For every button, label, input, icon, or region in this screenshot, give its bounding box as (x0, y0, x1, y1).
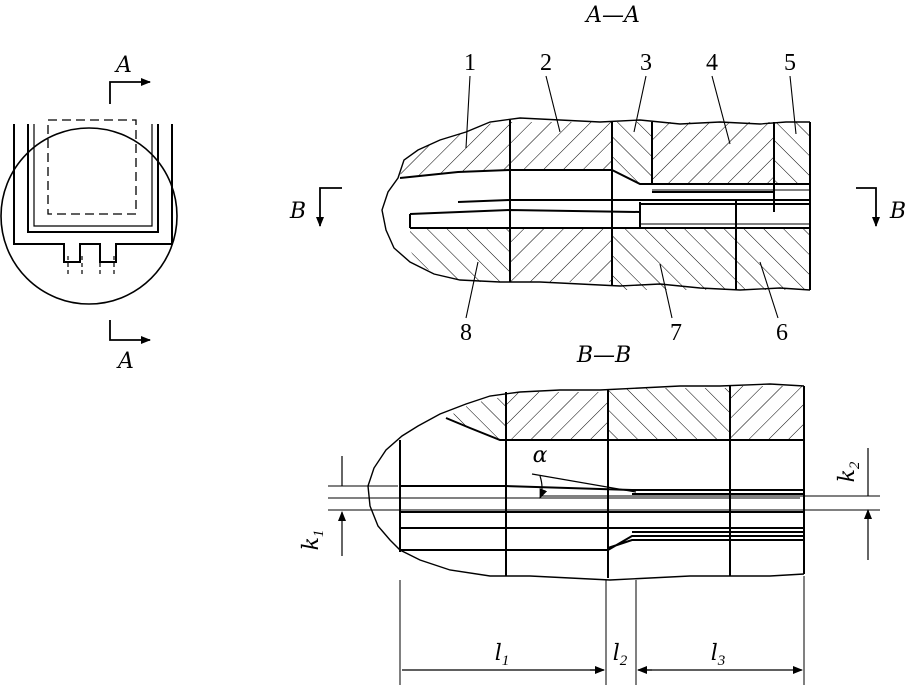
l1-label: l1 (495, 641, 510, 669)
channel-inner (27, 124, 159, 233)
part-label-1: 1 (464, 50, 476, 76)
part-label-3: 3 (640, 50, 652, 76)
alpha-line (531, 473, 637, 493)
part-label-7: 7 (670, 320, 682, 346)
part-8b-body (510, 228, 612, 282)
channel-lines-aa (399, 169, 810, 229)
dividers-bb (399, 386, 731, 578)
k1-label: k1 (299, 530, 327, 551)
part-label-8: 8 (460, 320, 472, 346)
part-3-body (612, 122, 652, 184)
part-5-body (774, 122, 810, 184)
section-b-right-mark (856, 187, 880, 227)
label-a-top: A (114, 53, 132, 78)
bb-hatch-2 (506, 392, 608, 440)
alpha-label: α (533, 443, 548, 468)
part-6-body (736, 228, 810, 290)
channel-thin-aa (640, 189, 810, 225)
label-b-right: B (889, 199, 906, 224)
section-aa-title: A—A (584, 3, 640, 28)
break-outline-aa (381, 117, 811, 291)
channel-core (33, 124, 153, 227)
l-extension-lines (399, 576, 805, 685)
k2-label: k2 (835, 461, 863, 482)
center-thin-bb (328, 495, 880, 511)
part-2-body (510, 122, 612, 170)
lines-bb (400, 417, 804, 551)
detail-circle (0, 127, 178, 305)
part-label-5: 5 (784, 50, 796, 76)
part-1-body (400, 122, 510, 178)
section-bb-title: B—B (576, 343, 631, 368)
leader-lines-aa (465, 75, 797, 319)
section-a-top-mark (109, 78, 151, 104)
bb-hatch-left (446, 396, 506, 440)
hidden-outline (47, 119, 137, 215)
section-bb-view: B—B α k1 k2 l1 l2 l3 (299, 343, 880, 685)
bb-hatch-4 (730, 386, 804, 440)
bb-hatch-3 (608, 388, 730, 440)
part-label-2: 2 (540, 50, 552, 76)
l2-label: l2 (613, 641, 628, 669)
section-b-left-mark (316, 187, 342, 227)
part-8-body (410, 228, 510, 282)
part-4-body (652, 122, 774, 184)
channel-outer (13, 124, 173, 263)
label-b-left: B (289, 199, 306, 224)
l3-label: l3 (711, 641, 726, 669)
part-label-6: 6 (776, 320, 788, 346)
part-label-4: 4 (706, 50, 718, 76)
part-7-body (612, 228, 736, 290)
hidden-feet (67, 256, 115, 274)
section-a-bottom-mark (109, 320, 151, 344)
label-a-bottom: A (116, 349, 134, 374)
detail-view: A A (0, 53, 178, 374)
section-aa-view: A—A 1 2 3 4 5 6 7 8 B B (289, 3, 906, 346)
alpha-arc (539, 475, 548, 499)
